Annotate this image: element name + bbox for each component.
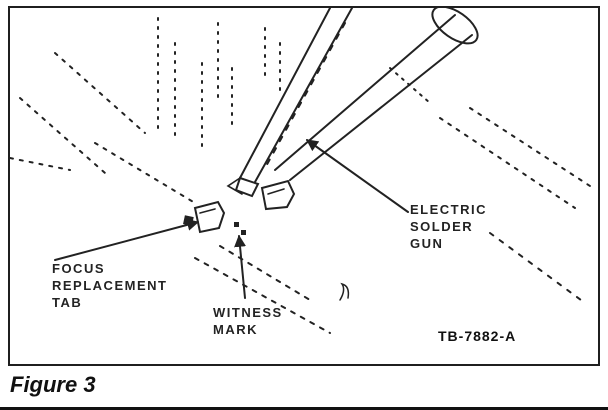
label-line: ELECTRIC	[410, 202, 487, 217]
figure-caption: Figure 3	[10, 372, 96, 397]
label-line: TAB	[52, 295, 83, 310]
label-electric-solder-gun: ELECTRIC SOLDER GUN	[410, 201, 487, 252]
diagram-line-art	[10, 8, 591, 334]
background-texture	[10, 17, 591, 334]
figure-frame: ELECTRIC SOLDER GUN FOCUS REPLACEMENT TA…	[8, 6, 600, 366]
label-line: REPLACEMENT	[52, 278, 168, 293]
gun-tip	[234, 176, 260, 198]
label-focus-replacement-tab: FOCUS REPLACEMENT TAB	[52, 260, 167, 311]
arrow-to-focus-tab	[54, 218, 200, 261]
arrow-to-witness-mark	[234, 234, 247, 299]
label-line: GUN	[410, 236, 444, 251]
arrow-to-solder-gun	[306, 139, 409, 213]
label-line: FOCUS	[52, 261, 105, 276]
solder-gun-drawing	[226, 8, 479, 198]
label-line: SOLDER	[410, 219, 474, 234]
label-line: MARK	[213, 322, 258, 337]
label-line: WITNESS	[213, 305, 283, 320]
bottom-rule	[0, 407, 608, 410]
reference-code: TB-7882-A	[438, 328, 517, 344]
label-witness-mark: WITNESS MARK	[213, 304, 283, 338]
witness-mark-drawing	[234, 222, 246, 235]
